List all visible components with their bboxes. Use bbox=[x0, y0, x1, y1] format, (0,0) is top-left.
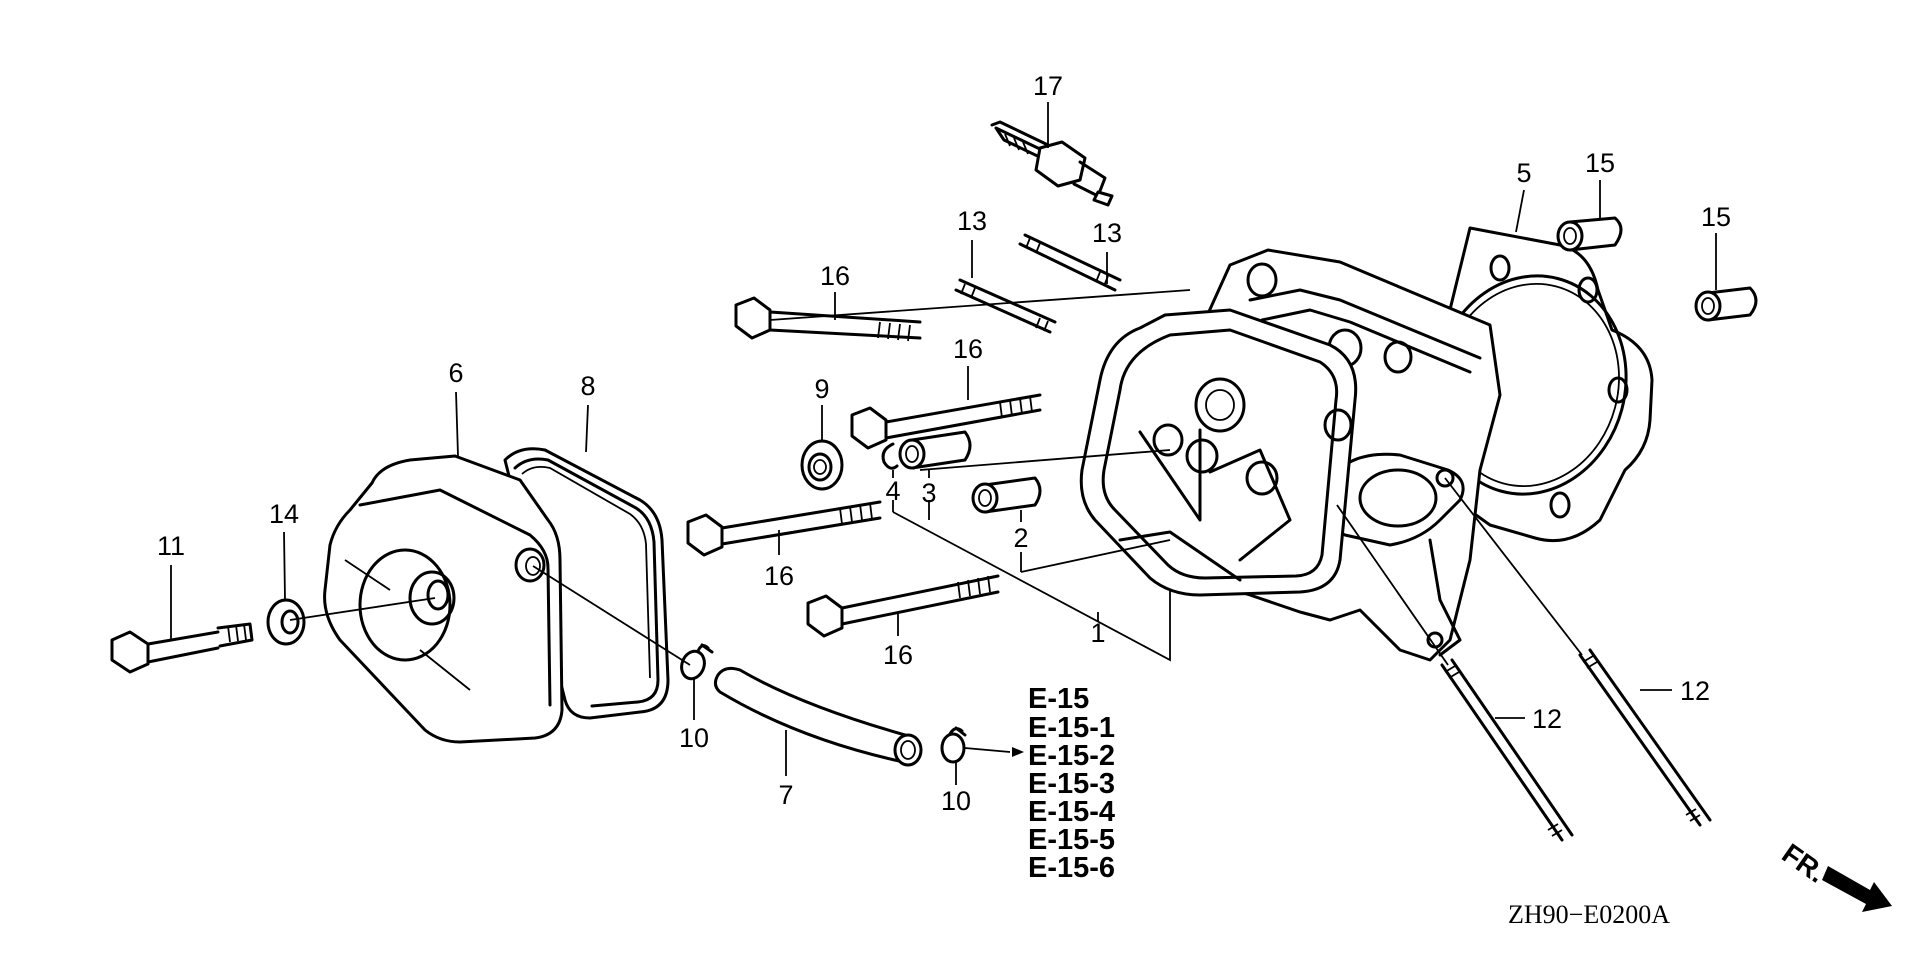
callout-8: 8 bbox=[580, 371, 595, 401]
stud-bolt-13a[interactable] bbox=[954, 278, 1057, 334]
reference-e15-2[interactable]: E-15-2 bbox=[1028, 740, 1115, 772]
callout-16c: 16 bbox=[764, 561, 794, 591]
callout-10a: 10 bbox=[679, 723, 709, 753]
seal-washer-part[interactable] bbox=[800, 439, 844, 491]
front-arrow-icon bbox=[1822, 866, 1892, 912]
stud-bolt-12a[interactable] bbox=[1440, 658, 1574, 842]
tube-clip-10b[interactable] bbox=[940, 726, 967, 764]
dowel-pin-15a[interactable] bbox=[1556, 216, 1623, 252]
dowel-pin-15b[interactable] bbox=[1694, 286, 1758, 322]
callout-9: 9 bbox=[814, 374, 829, 404]
diagram-code: ZH90−E0200A bbox=[1508, 900, 1670, 929]
rocker-chamber-part bbox=[1079, 308, 1358, 597]
reference-e15-1[interactable]: E-15-1 bbox=[1028, 712, 1115, 744]
callout-13b: 13 bbox=[1092, 218, 1122, 248]
leader-lines bbox=[170, 102, 1717, 785]
reference-e15[interactable]: E-15 bbox=[1028, 683, 1089, 715]
callout-12b: 12 bbox=[1680, 676, 1710, 706]
stud-bolt-13b[interactable] bbox=[1018, 233, 1122, 292]
flange-bolt-16a[interactable] bbox=[734, 296, 922, 342]
callout-17: 17 bbox=[1033, 71, 1063, 101]
callout-16a: 16 bbox=[820, 261, 850, 291]
callout-16d: 16 bbox=[883, 640, 913, 670]
callout-1: 1 bbox=[1090, 618, 1105, 648]
guide-pin-part[interactable] bbox=[971, 476, 1042, 514]
callout-6: 6 bbox=[448, 358, 463, 388]
callout-16b: 16 bbox=[953, 334, 983, 364]
reference-e15-4[interactable]: E-15-4 bbox=[1028, 796, 1115, 828]
callouts: 17 13 13 16 16 16 16 5 15 15 9 4 3 2 1 6… bbox=[157, 71, 1731, 816]
reference-e15-5[interactable]: E-15-5 bbox=[1028, 824, 1115, 856]
tube-clip-10a[interactable] bbox=[678, 643, 714, 682]
callout-10b: 10 bbox=[941, 786, 971, 816]
callout-5: 5 bbox=[1516, 158, 1531, 188]
callout-2: 2 bbox=[1013, 523, 1028, 553]
reference-e15-6[interactable]: E-15-6 bbox=[1028, 852, 1115, 884]
stud-bolt-12b[interactable] bbox=[1578, 648, 1712, 827]
front-indicator: FR. bbox=[1777, 838, 1892, 912]
flange-bolt-11-part[interactable] bbox=[110, 622, 254, 674]
front-label: FR. bbox=[1777, 838, 1832, 889]
washer-part[interactable] bbox=[266, 598, 306, 646]
reference-list: E-15 E-15-1 E-15-2 E-15-3 E-15-4 E-15-5 … bbox=[1028, 683, 1115, 884]
breather-tube-part[interactable] bbox=[713, 666, 923, 767]
callout-15b: 15 bbox=[1701, 202, 1731, 232]
callout-13a: 13 bbox=[957, 206, 987, 236]
callout-14: 14 bbox=[269, 499, 299, 529]
flange-bolt-16c[interactable] bbox=[686, 500, 882, 557]
flange-bolt-16b[interactable] bbox=[850, 393, 1042, 450]
callout-12a: 12 bbox=[1532, 704, 1562, 734]
callout-7: 7 bbox=[778, 780, 793, 810]
callout-11: 11 bbox=[157, 531, 185, 561]
callout-15a: 15 bbox=[1585, 148, 1615, 178]
callout-3: 3 bbox=[921, 478, 936, 508]
reference-e15-3[interactable]: E-15-3 bbox=[1028, 768, 1115, 800]
collar-part[interactable] bbox=[898, 430, 972, 470]
clip-part[interactable] bbox=[881, 442, 899, 470]
callout-4: 4 bbox=[885, 476, 900, 506]
head-cover-part[interactable] bbox=[323, 454, 564, 744]
flange-bolt-16d[interactable] bbox=[806, 574, 1000, 638]
spark-plug-part[interactable] bbox=[990, 120, 1114, 207]
